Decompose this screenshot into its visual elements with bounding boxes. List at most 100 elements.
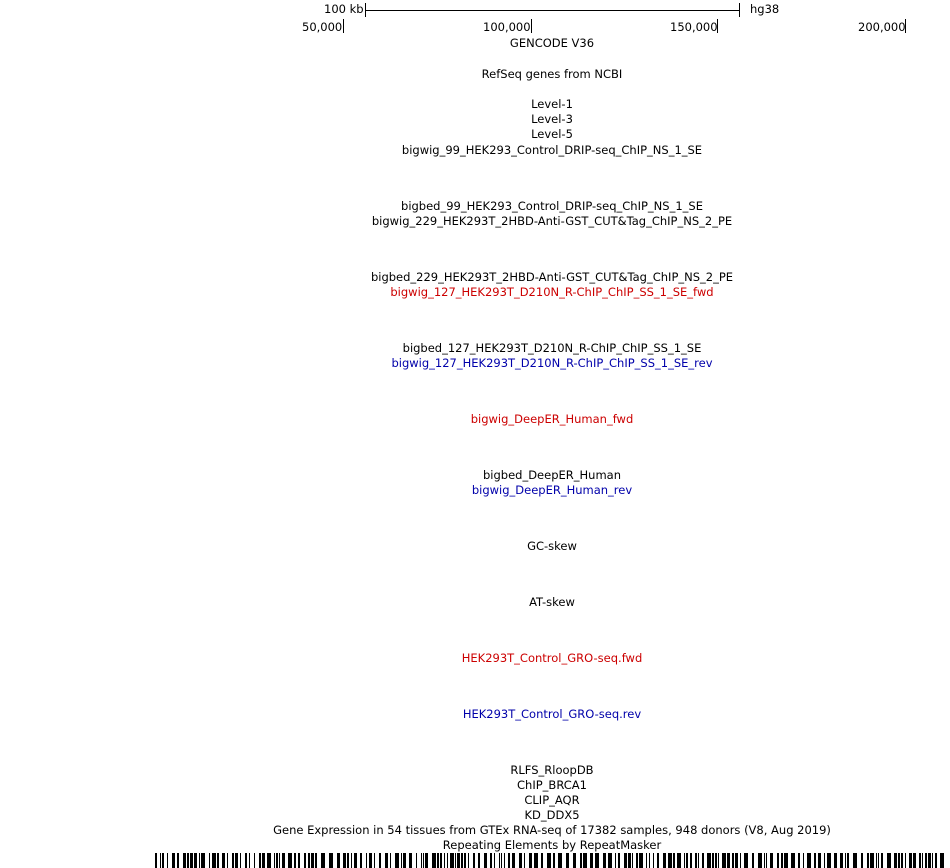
track-label-kd-ddx5[interactable]: KD_DDX5 <box>524 808 580 822</box>
track-label-deeper-bigbed[interactable]: bigbed_DeepER_Human <box>482 468 621 482</box>
repeat-element <box>707 853 711 868</box>
track-label-gtex[interactable]: Gene Expression in 54 tissues from GTEx … <box>273 823 831 837</box>
track-label-repeatmasker[interactable]: Repeating Elements by RepeatMasker <box>442 838 662 852</box>
repeat-element <box>878 853 879 868</box>
repeat-element <box>798 853 800 868</box>
repeat-element <box>437 853 439 868</box>
repeat-element <box>199 853 200 868</box>
track-label-level-1[interactable]: Level-1 <box>531 97 573 111</box>
repeat-element <box>867 853 869 868</box>
repeat-element <box>770 853 773 868</box>
repeat-element <box>547 853 551 868</box>
track-label-level-3[interactable]: Level-3 <box>531 112 573 126</box>
ruler-tick-label: 100,000 <box>483 20 531 34</box>
repeat-element <box>423 853 424 868</box>
repeat-element <box>190 853 193 868</box>
repeat-element <box>276 853 278 868</box>
track-label-bigbed-99[interactable]: bigbed_99_HEK293_Control_DRIP-seq_ChIP_N… <box>401 199 703 213</box>
repeat-element <box>845 853 846 868</box>
repeat-element <box>209 853 210 868</box>
repeat-element <box>508 853 510 868</box>
track-label-rlfs[interactable]: RLFS_RloopDB <box>510 763 594 777</box>
track-label-deeper-rev[interactable]: bigwig_DeepER_Human_rev <box>471 483 633 497</box>
track-label-bigwig-127-fwd[interactable]: bigwig_127_HEK293T_D210N_R-ChIP_ChIP_SS_… <box>390 285 714 299</box>
repeat-element <box>624 853 627 868</box>
track-label-gro-seq-fwd[interactable]: HEK293T_Control_GRO-seq.fwd <box>461 651 643 665</box>
track-label-bigwig-99[interactable]: bigwig_99_HEK293_Control_DRIP-seq_ChIP_N… <box>401 143 703 157</box>
repeat-element <box>187 853 189 868</box>
repeat-element <box>684 853 685 868</box>
repeat-element <box>663 853 666 868</box>
repeat-element <box>876 853 877 868</box>
repeat-element <box>360 853 362 868</box>
repeat-element <box>861 853 863 868</box>
assembly-label: hg38 <box>750 2 780 16</box>
repeat-element <box>752 853 754 868</box>
repeat-element <box>922 853 923 868</box>
repeat-element <box>416 853 417 868</box>
track-label-level-5[interactable]: Level-5 <box>531 127 573 141</box>
repeat-element <box>932 853 933 868</box>
track-label-at-skew[interactable]: AT-skew <box>529 595 575 609</box>
repeat-element <box>212 853 216 868</box>
ruler-tick-label: 150,000 <box>670 20 718 34</box>
track-label-gencode[interactable]: GENCODE V36 <box>509 36 595 50</box>
repeat-element <box>722 853 726 868</box>
repeat-element <box>583 853 587 868</box>
repeat-element <box>541 853 543 868</box>
ruler-tick <box>343 19 344 33</box>
repeat-element <box>814 853 816 868</box>
repeat-element <box>279 853 280 868</box>
repeat-element <box>484 853 487 868</box>
repeat-element <box>791 853 795 868</box>
repeat-element <box>636 853 638 868</box>
repeat-element <box>468 853 469 868</box>
repeat-element <box>160 853 161 868</box>
repeat-element <box>732 853 734 868</box>
repeat-element <box>464 853 466 868</box>
repeat-element <box>183 853 186 868</box>
repeat-element <box>639 853 643 868</box>
track-label-deeper-fwd[interactable]: bigwig_DeepER_Human_fwd <box>470 412 634 426</box>
repeat-element <box>580 853 582 868</box>
repeat-element <box>834 853 837 868</box>
track-label-gro-seq-rev[interactable]: HEK293T_Control_GRO-seq.rev <box>462 707 642 721</box>
track-label-clip-aqr[interactable]: CLIP_AQR <box>524 793 580 807</box>
repeat-element <box>698 853 699 868</box>
repeat-element <box>807 853 811 868</box>
repeat-element <box>777 853 779 868</box>
repeat-element <box>162 853 164 868</box>
repeat-element <box>590 853 593 868</box>
repeat-element <box>194 853 197 868</box>
track-label-chip-brca1[interactable]: ChIP_BRCA1 <box>517 778 587 792</box>
repeat-element <box>347 853 349 868</box>
track-label-bigbed-127[interactable]: bigbed_127_HEK293T_D210N_R-ChIP_ChIP_SS_… <box>402 341 702 355</box>
repeat-element <box>534 853 538 868</box>
repeat-element <box>354 853 357 868</box>
repeat-element <box>840 853 843 868</box>
repeat-element <box>595 853 599 868</box>
repeat-element <box>385 853 388 868</box>
repeat-element <box>294 853 296 868</box>
repeat-element <box>504 853 505 868</box>
track-label-bigwig-127-rev[interactable]: bigwig_127_HEK293T_D210N_R-ChIP_ChIP_SS_… <box>391 356 713 370</box>
track-label-gc-skew[interactable]: GC-skew <box>527 539 577 553</box>
repeat-element <box>894 853 897 868</box>
ruler-tick-label: 50,000 <box>302 20 343 34</box>
repeat-element <box>740 853 741 868</box>
repeat-element <box>909 853 912 868</box>
repeat-element <box>425 853 428 868</box>
repeat-element <box>824 853 825 868</box>
repeat-element <box>447 853 448 868</box>
repeat-element <box>440 853 442 868</box>
repeat-element <box>646 853 647 868</box>
track-label-bigbed-229[interactable]: bigbed_229_HEK293T_2HBD-Anti-GST_CUT&Tag… <box>370 270 734 284</box>
repeat-element <box>409 853 412 868</box>
track-label-bigwig-229[interactable]: bigwig_229_HEK293T_2HBD-Anti-GST_CUT&Tag… <box>371 214 733 228</box>
repeat-element <box>403 853 406 868</box>
repeat-element <box>374 853 375 868</box>
repeat-element <box>735 853 738 868</box>
track-label-refseq[interactable]: RefSeq genes from NCBI <box>481 67 623 81</box>
repeat-element <box>677 853 681 868</box>
repeatmasker-track[interactable] <box>0 850 950 868</box>
